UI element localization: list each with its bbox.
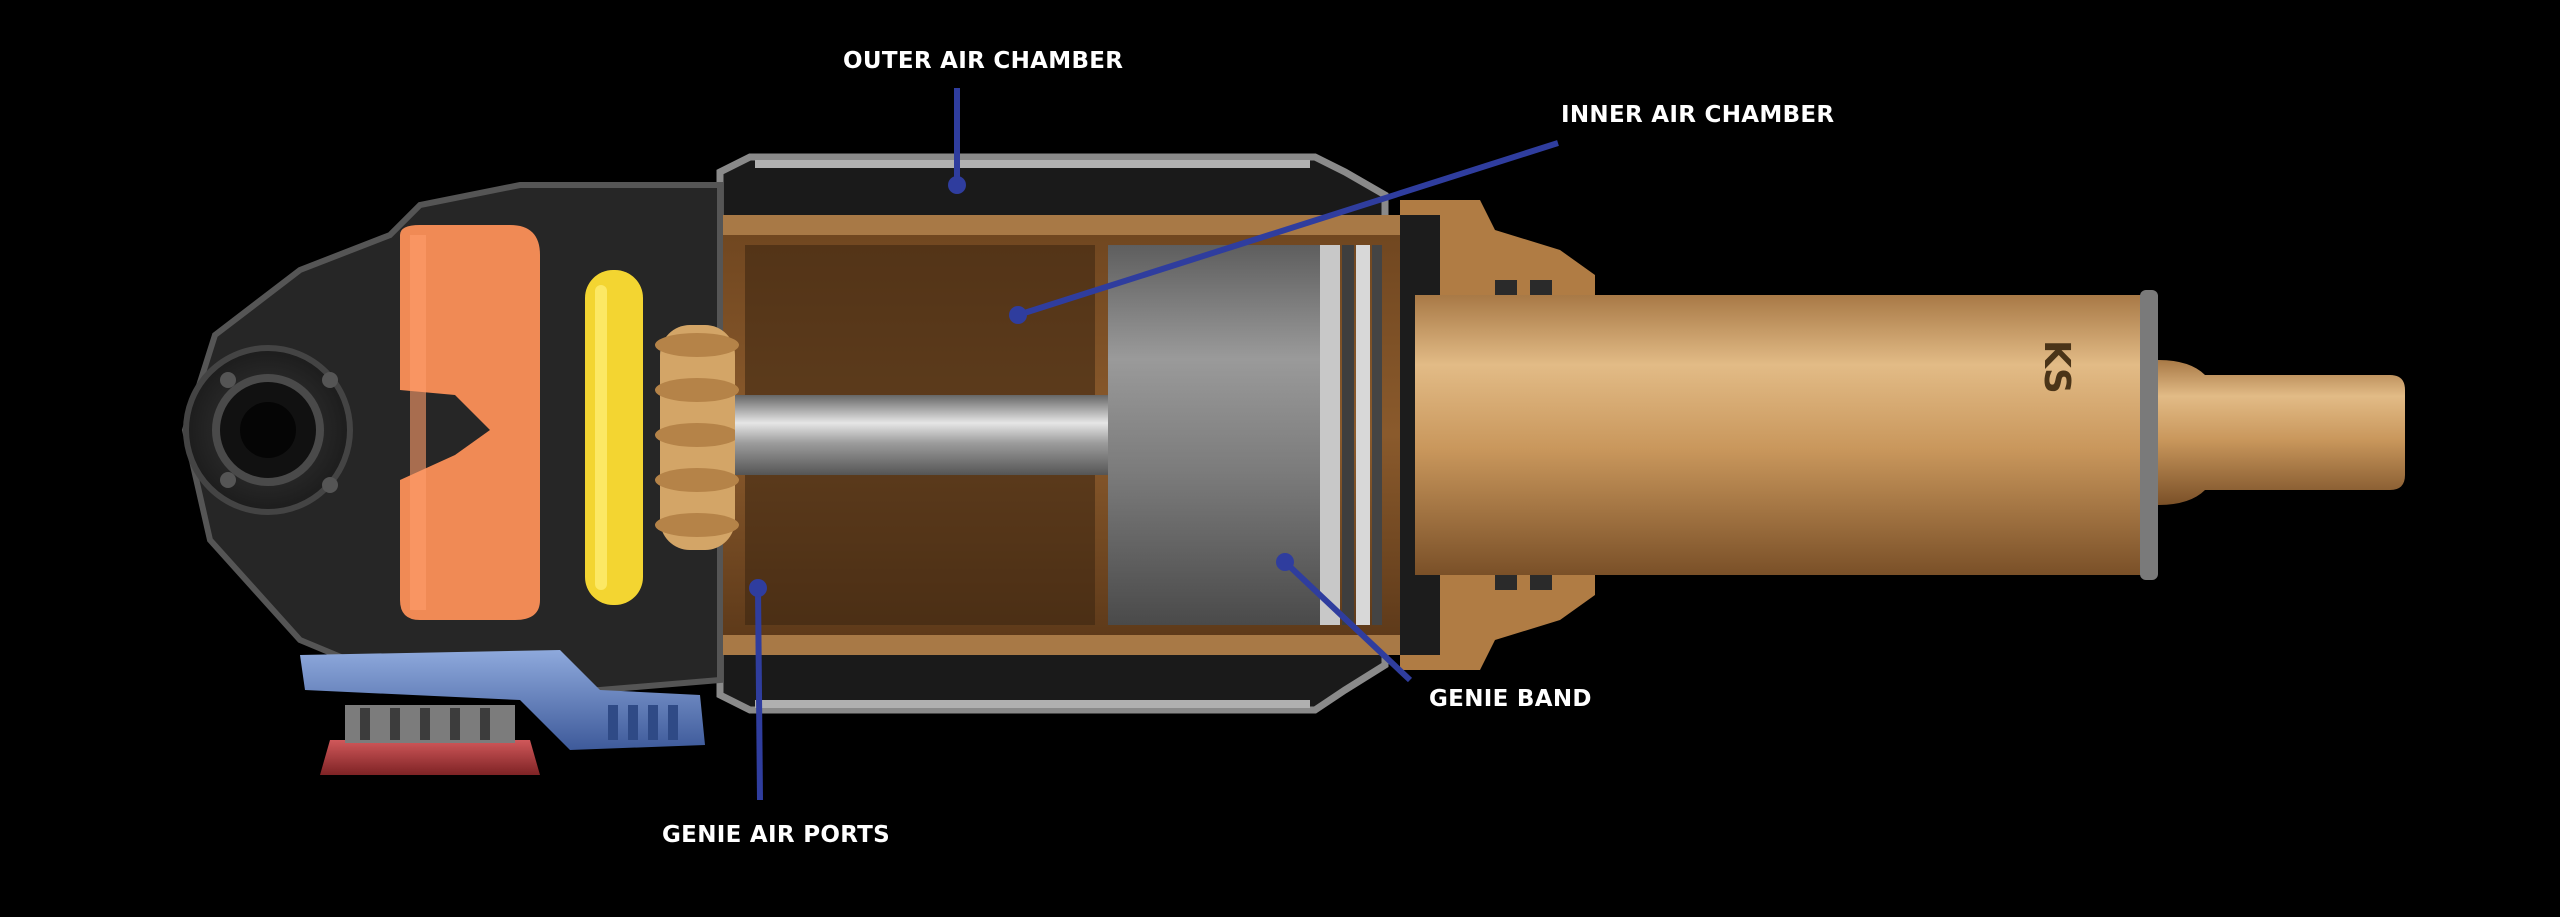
callout-line-genie-band — [1282, 559, 1413, 683]
label-inner-air-chamber: INNER AIR CHAMBER — [1561, 102, 1835, 128]
callout-line-inner-air-chamber — [1017, 140, 1559, 318]
yellow-washer — [585, 270, 643, 605]
callout-line-genie-air-ports — [755, 587, 763, 801]
bellows-bumper — [655, 325, 739, 550]
callout-dot-inner-air-chamber — [1009, 306, 1027, 324]
piston-rod — [735, 395, 1115, 475]
label-genie-air-ports: GENIE AIR PORTS — [662, 822, 891, 848]
callout-dot-genie-band — [1276, 553, 1294, 571]
callout-lines — [749, 88, 1559, 801]
shaft-marking: KS — [2036, 340, 2077, 394]
blue-adjuster-lever — [300, 650, 705, 750]
callout-dot-outer-air-chamber — [948, 176, 966, 194]
label-genie-band: GENIE BAND — [1429, 686, 1592, 712]
label-outer-air-chamber: OUTER AIR CHAMBER — [843, 48, 1124, 74]
orange-bumper — [400, 225, 540, 620]
damper-shaft: KS — [1415, 290, 2405, 580]
callout-dot-genie-air-ports — [749, 579, 767, 597]
red-adjuster-knob — [320, 705, 540, 775]
